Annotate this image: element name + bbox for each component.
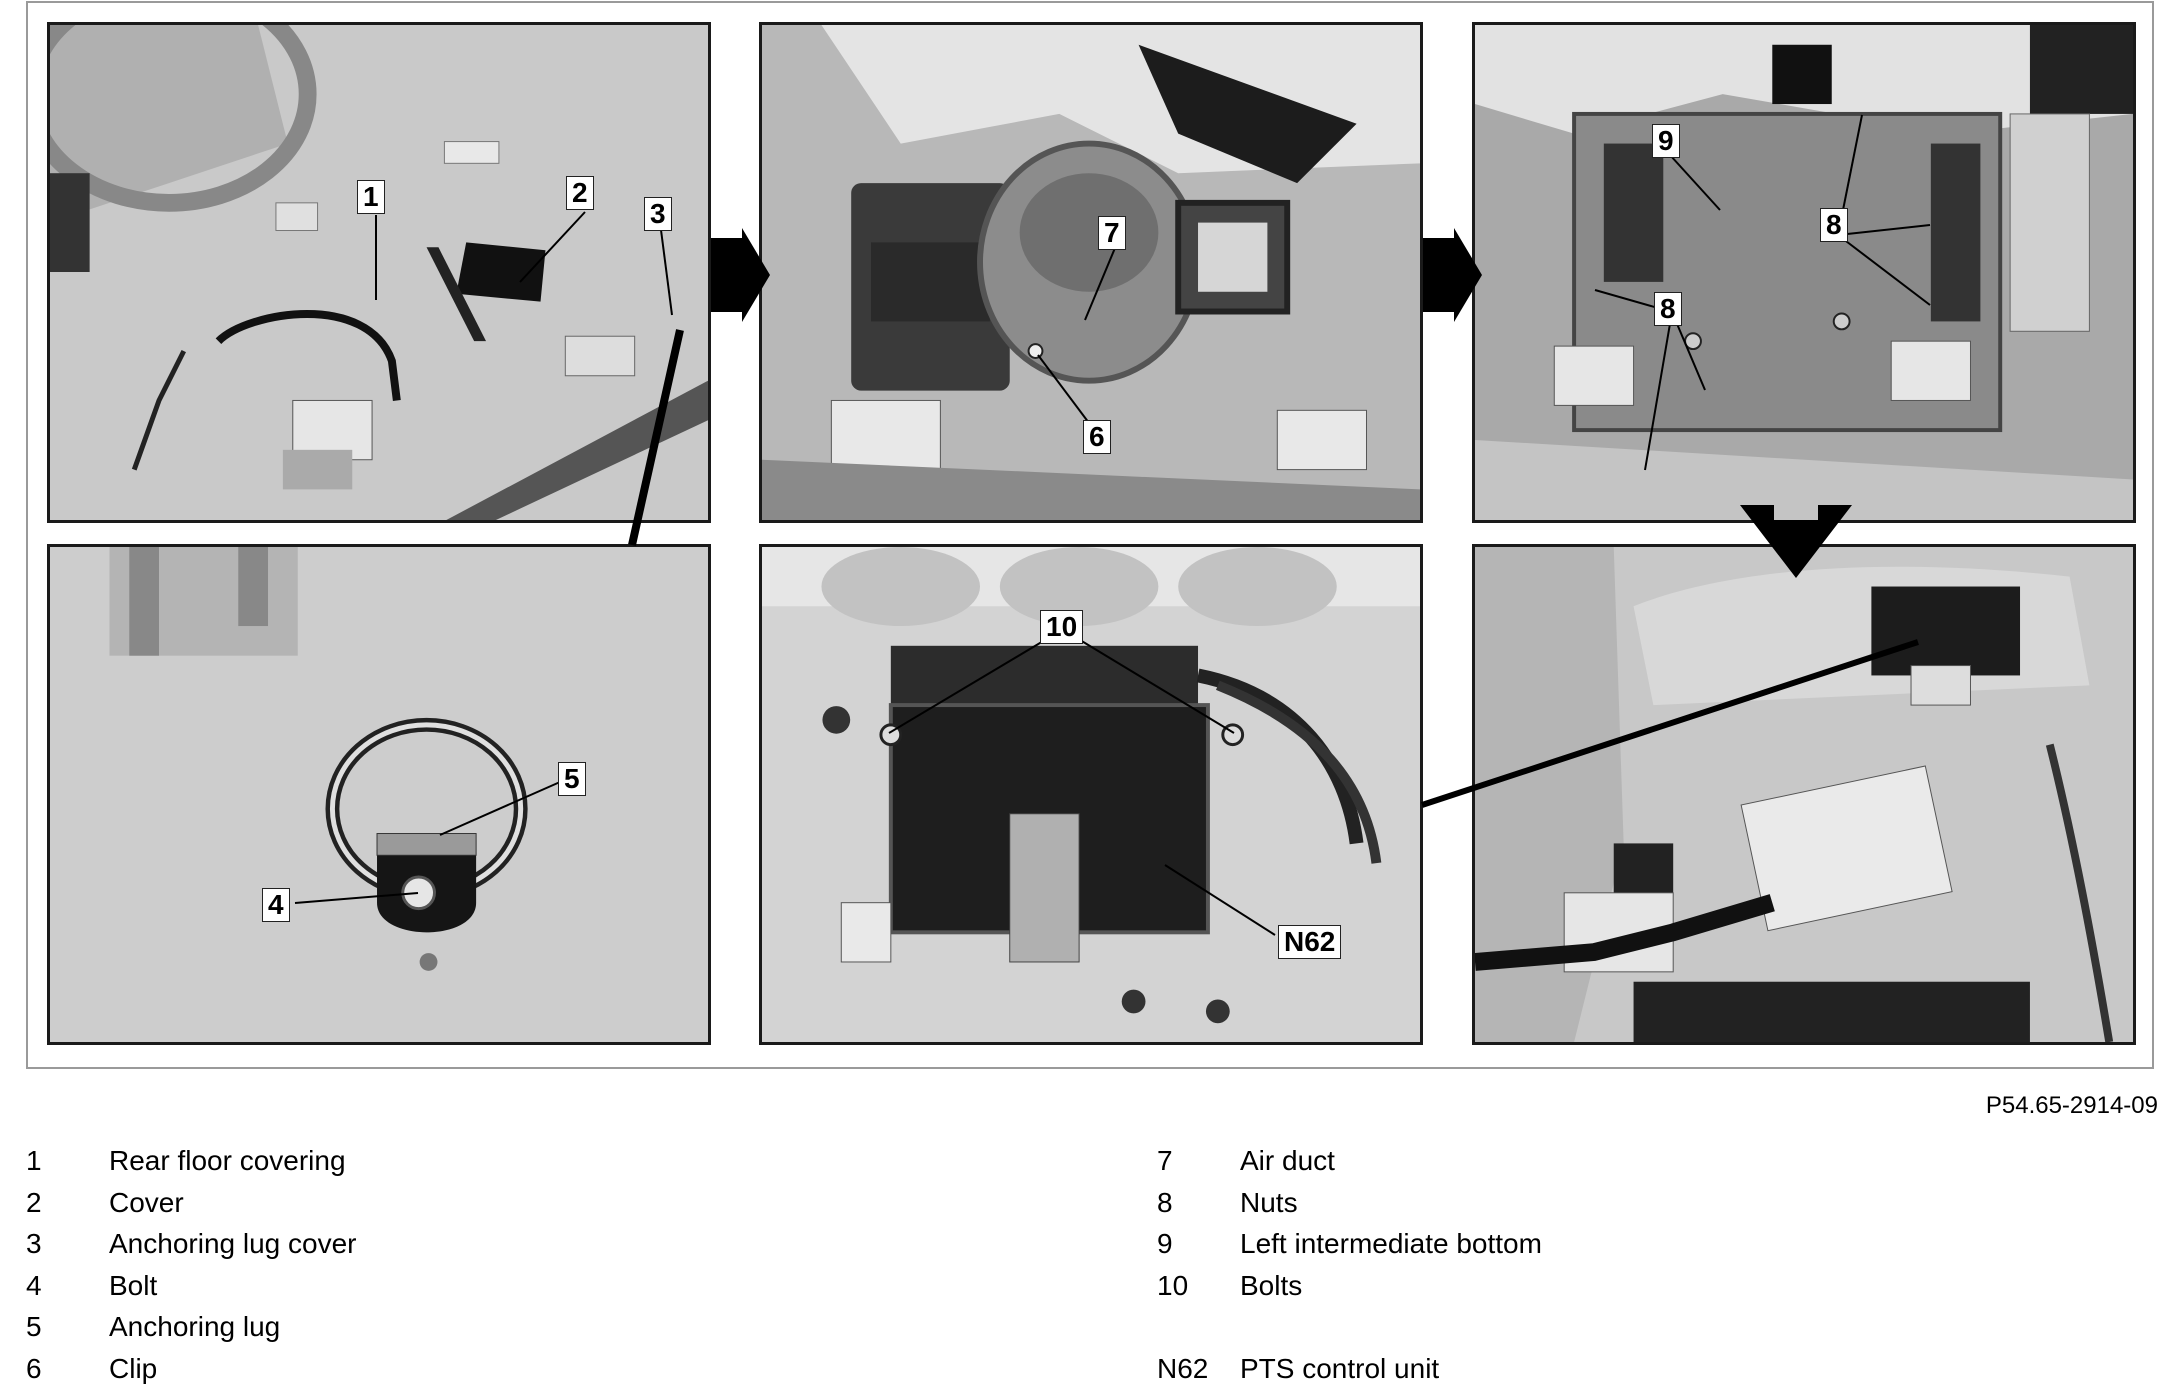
callout-label: 6 — [1083, 420, 1111, 454]
legend-label: Anchoring lug — [109, 1311, 281, 1342]
callout-label: 2 — [566, 176, 594, 210]
floor-covering-photo — [50, 25, 708, 520]
legend-number: 6 — [26, 1352, 42, 1384]
photo-panel-intermediate-bottom — [1472, 22, 2136, 523]
legend-number: 5 — [26, 1311, 42, 1342]
callout-label: 8 — [1820, 208, 1848, 242]
legend-item: 6 Clip — [26, 1348, 356, 1390]
legend-item: 1 Rear floor covering — [26, 1140, 356, 1182]
legend-number: N62 — [1157, 1353, 1209, 1384]
legend-number: 1 — [26, 1145, 42, 1176]
overview-photo — [1475, 547, 2133, 1042]
legend-item: 10 Bolts — [1157, 1265, 1542, 1307]
legend-item: 9 Left intermediate bottom — [1157, 1223, 1542, 1265]
legend-number: 10 — [1157, 1269, 1189, 1301]
legend-label: Cover — [109, 1186, 184, 1218]
legend-label: Nuts — [1240, 1186, 1298, 1218]
legend-label: Anchoring lug cover — [109, 1228, 357, 1259]
legend-item: 3 Anchoring lug cover — [26, 1223, 356, 1265]
callout-label: 9 — [1652, 124, 1680, 158]
anchoring-lug-photo — [50, 547, 708, 1042]
control-unit-photo — [762, 547, 1420, 1042]
photo-panel-anchoring-lug — [47, 544, 711, 1045]
legend-label: Clip — [109, 1352, 158, 1384]
figure-code: P54.65-2914-09 — [1985, 1092, 2158, 1119]
legend-number: 3 — [26, 1228, 42, 1259]
legend-item: 2 Cover — [26, 1182, 356, 1224]
legend-label: PTS control unit — [1240, 1353, 1440, 1384]
legend-number: 7 — [1157, 1145, 1173, 1176]
legend-item: N62 PTS control unit — [1157, 1348, 1439, 1390]
photo-panel-floor-covering — [47, 22, 711, 523]
legend-item: 7 Air duct — [1157, 1140, 1542, 1182]
callout-label: 4 — [262, 888, 290, 922]
legend-label: Bolt — [109, 1269, 158, 1301]
legend-item: 4 Bolt — [26, 1265, 356, 1307]
legend-label: Left intermediate bottom — [1240, 1228, 1542, 1259]
legend-item: 8 Nuts — [1157, 1182, 1542, 1224]
callout-label: 8 — [1654, 292, 1682, 326]
legend-number: 2 — [26, 1186, 42, 1218]
legend-label: Rear floor covering — [109, 1145, 346, 1176]
callout-label: 5 — [558, 762, 586, 796]
legend-right: 7 Air duct 8 Nuts 9 Left intermediate botto… — [1157, 1140, 1542, 1306]
legend-extra: N62 PTS control unit — [1157, 1348, 1439, 1390]
legend-number: 9 — [1157, 1228, 1173, 1259]
legend-label: Bolts — [1240, 1269, 1303, 1301]
legend-item: 5 Anchoring lug — [26, 1306, 356, 1348]
callout-label: 1 — [357, 180, 385, 214]
callout-label: N62 — [1278, 925, 1342, 959]
photo-panel-control-unit — [759, 544, 1423, 1045]
legend-label: Air duct — [1240, 1145, 1335, 1176]
legend-number: 4 — [26, 1269, 42, 1301]
callout-label: 7 — [1098, 216, 1126, 250]
legend-number: 8 — [1157, 1186, 1173, 1218]
callout-label: 3 — [644, 197, 672, 231]
photo-panel-overview — [1472, 544, 2136, 1045]
callout-label: 10 — [1040, 610, 1084, 644]
intermediate-bottom-photo — [1475, 25, 2133, 520]
